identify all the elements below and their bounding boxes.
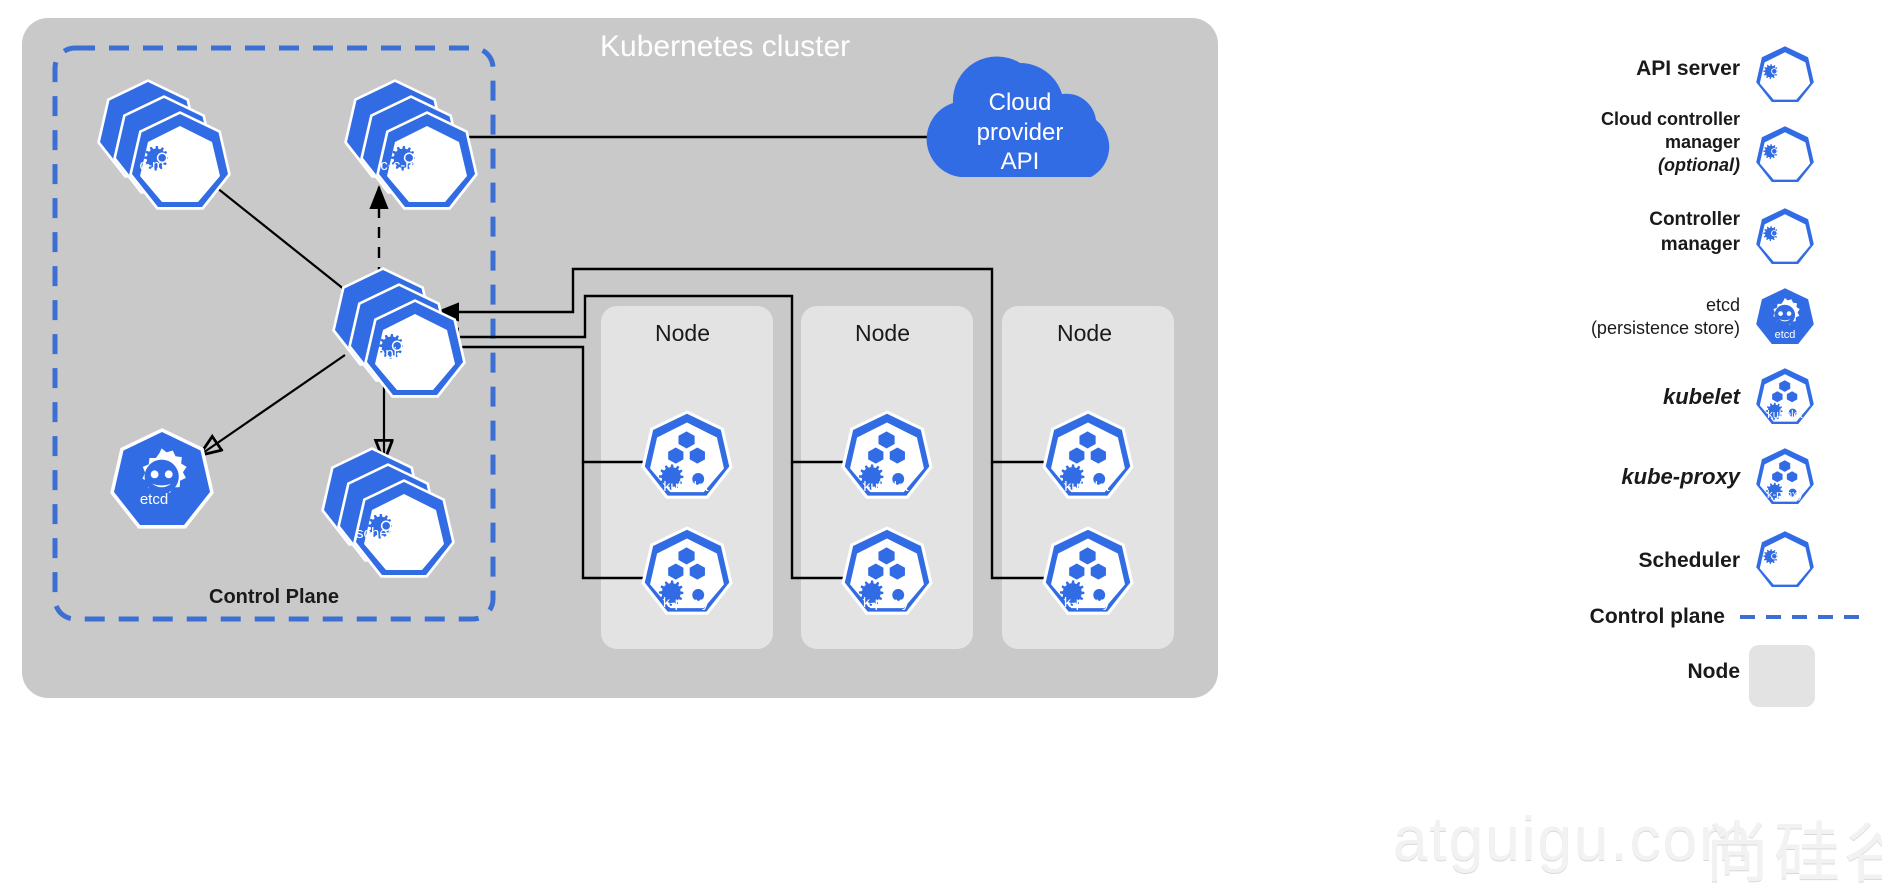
- legend-icon-kubelet: [1756, 368, 1814, 424]
- legend-label-controller-manager: Controller manager: [1240, 208, 1740, 257]
- node3-icon-kubelet[interactable]: [1042, 410, 1134, 499]
- legend-icon-c-m: [1756, 208, 1814, 264]
- legend-ccm-line2: manager: [1664, 132, 1740, 153]
- legend-label-kubelet: kubelet: [1240, 384, 1740, 410]
- control-plane-icon-sched[interactable]: [321, 447, 455, 578]
- legend-label-node: Node: [1240, 660, 1741, 684]
- legend-icon-api: [1756, 46, 1814, 102]
- node2-icon-kubelet[interactable]: [841, 410, 933, 499]
- legend-etcd-line1: etcd: [1705, 295, 1740, 315]
- watermark-latin: atguigu.com: [1393, 805, 1753, 874]
- legend-badge-sched: sched: [1770, 572, 1799, 584]
- control-plane-icon-etcd[interactable]: [110, 428, 214, 529]
- legend-badge-k-proxy: k-proxy: [1767, 489, 1804, 501]
- legend-scheduler-text: Scheduler: [1638, 549, 1740, 572]
- node-label-3: Node: [1057, 320, 1112, 346]
- node2-badge-kubelet: kubelet: [863, 478, 908, 494]
- api-to-cm-arrow: [197, 172, 346, 291]
- legend-kube-proxy-text: kube-proxy: [1621, 464, 1740, 489]
- legend-badge-c-c-m: c-c-m: [1771, 167, 1799, 179]
- legend-label-scheduler: Scheduler: [1240, 549, 1740, 573]
- legend-label-control-plane: Control plane: [1240, 605, 1725, 629]
- legend-badge-etcd: etcd: [1775, 329, 1796, 341]
- node2-api-connector: [435, 294, 859, 580]
- icon-badge-sched: sched: [356, 525, 396, 542]
- legend-label-etcd: etcd (persistence store): [1200, 294, 1740, 341]
- watermark-cjk: 尚硅谷: [1704, 816, 1882, 890]
- cloud-label-line3: API: [1000, 148, 1040, 176]
- legend-ccm-line1: Cloud controller: [1601, 109, 1740, 129]
- node3-icon-k-proxy[interactable]: [1042, 526, 1134, 615]
- legend-icon-etcd: [1756, 288, 1814, 344]
- legend-node-swatch: [1749, 645, 1815, 707]
- node1-badge-k-proxy: k-proxy: [663, 594, 709, 610]
- node1-badge-kubelet: kubelet: [663, 478, 708, 494]
- legend-badge-c-m: c-m: [1776, 249, 1794, 261]
- legend-node-text: Node: [1687, 660, 1741, 683]
- legend-badge-api: api: [1778, 87, 1793, 99]
- node3-badge-k-proxy: k-proxy: [1064, 594, 1110, 610]
- legend-label-api-server: API server: [1240, 56, 1740, 83]
- cloud-provider-api: [926, 56, 1110, 177]
- cloud-provider-api-label: Cloud provider API: [955, 88, 1085, 177]
- icon-badge-etcd: etcd: [140, 491, 168, 508]
- node3-badge-kubelet: kubelet: [1064, 478, 1109, 494]
- node2-badge-k-proxy: k-proxy: [863, 594, 909, 610]
- icon-badge-c-c-m: c-c-m: [380, 157, 418, 174]
- control-plane-label: Control Plane: [209, 586, 340, 608]
- icon-badge-api: api: [377, 345, 397, 362]
- legend-etcd-line2: (persistence store): [1590, 318, 1740, 339]
- node-label-1: Node: [655, 320, 710, 346]
- node1-icon-k-proxy[interactable]: [641, 526, 733, 615]
- api-to-etcd-arrow: [200, 354, 346, 455]
- node2-icon-k-proxy[interactable]: [841, 526, 933, 615]
- icon-badge-c-m: c-m: [140, 157, 165, 174]
- legend-kubelet-text: kubelet: [1662, 384, 1740, 409]
- legend-cm-line1: Controller: [1649, 209, 1740, 230]
- cluster-title: Kubernetes cluster: [600, 30, 851, 63]
- legend-control-plane-text: Control plane: [1589, 605, 1725, 628]
- control-plane-boundary: [52, 45, 496, 622]
- legend-icon-sched: [1756, 531, 1814, 587]
- control-plane-icon-c-m[interactable]: [97, 79, 231, 210]
- legend-cm-line2: manager: [1660, 233, 1740, 255]
- legend-icon-k-proxy: [1756, 448, 1814, 504]
- node1-api-connector: [435, 337, 659, 580]
- legend-api-server-text: API server: [1636, 57, 1740, 80]
- legend-icon-c-c-m: [1756, 126, 1814, 182]
- legend-ccm-line3: (optional): [1658, 155, 1740, 176]
- node3-api-connector: [435, 267, 1060, 580]
- control-plane-icon-api[interactable]: [332, 267, 466, 398]
- legend-label-cloud-controller-manager: Cloud controller manager (optional): [1240, 108, 1740, 177]
- node-label-2: Node: [855, 320, 910, 346]
- legend-badge-kubelet: kubelet: [1767, 409, 1802, 421]
- legend-label-kube-proxy: kube-proxy: [1240, 464, 1740, 490]
- cloud-label-line2: provider: [976, 118, 1064, 146]
- node1-icon-kubelet[interactable]: [641, 410, 733, 499]
- control-plane-icon-c-c-m[interactable]: [344, 79, 478, 210]
- cloud-label-line1: Cloud: [988, 89, 1052, 116]
